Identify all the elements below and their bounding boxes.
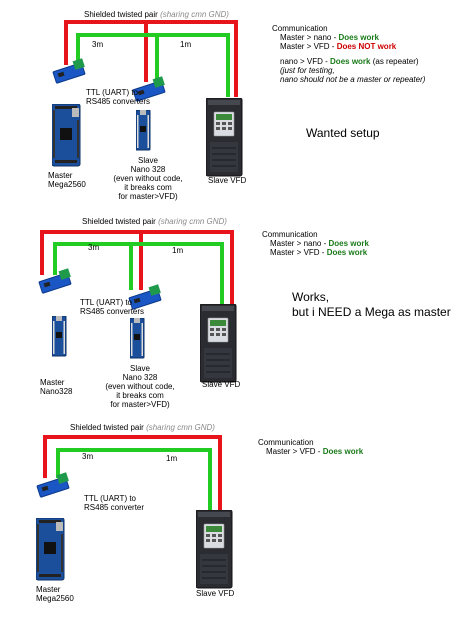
setup1-wires — [64, 20, 238, 97]
setup3-distance-1m: 1m — [166, 454, 178, 463]
green-wire — [53, 242, 224, 304]
rs485-converter-icon — [52, 58, 86, 84]
green-wire — [56, 448, 212, 510]
setup3-distance-3m: 3m — [82, 452, 94, 461]
green-wire — [76, 33, 230, 97]
setup2-bus-label: Shielded twisted pair (sharing cmn GND) — [82, 217, 227, 226]
setup1-bus-label: Shielded twisted pair (sharing cmn GND) — [84, 10, 229, 19]
vfd-drive-icon — [206, 98, 243, 177]
setup2-communication-box: Communication Master > nano - Does work … — [262, 230, 369, 257]
setup1-slave-label: Slave Nano 328 (even without code, it br… — [113, 156, 183, 201]
setup3-bus-label: Shielded twisted pair (sharing cmn GND) — [70, 423, 215, 432]
vfd-drive-icon — [200, 304, 237, 383]
setup1-converter-label: TTL (UART) to RS485 converters — [86, 88, 151, 106]
red-wire — [40, 230, 234, 304]
setup2-wires — [40, 230, 234, 304]
vfd-drive-icon — [196, 510, 233, 589]
setup2-distance-1m: 1m — [172, 246, 184, 255]
setup2-vfd-label: Slave VFD — [202, 380, 241, 389]
arduino-nano-icon — [130, 318, 145, 359]
setup1-vfd-label: Slave VFD — [208, 176, 247, 185]
setup2-converter-label: TTL (UART) to RS485 converters — [80, 298, 145, 316]
setup2-distance-3m: 3m — [88, 243, 100, 252]
red-wire — [64, 20, 238, 97]
setup1-distance-1m: 1m — [180, 40, 192, 49]
arduino-mega-icon — [52, 104, 81, 167]
setup2-master-label: Master Nano328 — [40, 378, 73, 396]
arduino-nano-icon — [136, 110, 151, 151]
red-wire — [43, 435, 222, 510]
setup3-master-label: Master Mega2560 — [36, 585, 74, 603]
rs485-converter-icon — [38, 268, 72, 294]
setup3-communication-box: Communication Master > VFD - Does work — [258, 438, 364, 456]
setup2-caption: Works, but i NEED a Mega as master — [292, 290, 451, 319]
setup2-slave-label: Slave Nano 328 (even without code, it br… — [105, 364, 175, 409]
setup1-master-label: Master Mega2560 — [48, 171, 86, 189]
rs485-converter-icon — [36, 472, 70, 498]
setup3-wires — [43, 435, 222, 510]
arduino-nano-icon — [52, 316, 67, 357]
setup3-vfd-label: Slave VFD — [196, 589, 235, 598]
setup3-converter-label: TTL (UART) to RS485 converter — [84, 494, 145, 512]
setup1-distance-3m: 3m — [92, 40, 104, 49]
setup1-communication-box: Communication Master > nano - Does work … — [272, 24, 426, 84]
setup1-caption: Wanted setup — [306, 126, 380, 140]
arduino-mega-icon — [36, 518, 65, 581]
